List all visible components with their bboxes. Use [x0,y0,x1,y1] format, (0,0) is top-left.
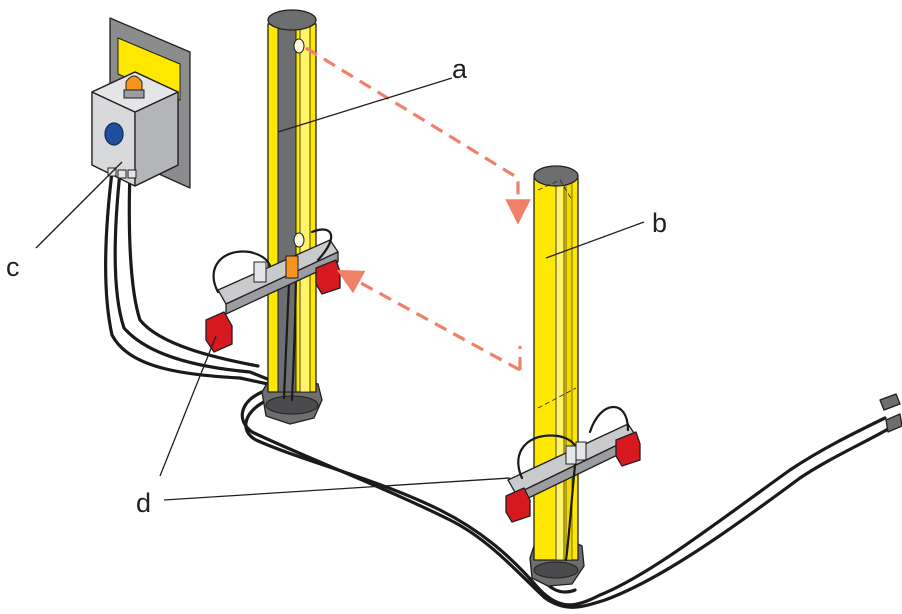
callout-d: d [136,335,511,518]
callout-label-a: a [452,54,468,84]
mirror-red-icon [615,431,641,467]
callout-label-b: b [652,208,667,238]
mirror-red-icon [205,311,233,353]
cable-harness [103,170,892,609]
callout-b: b [545,208,667,259]
mirror-red-icon [505,487,531,523]
receiver-column [529,165,585,587]
control-cabinet [91,17,191,189]
cable-connector-icon [879,393,902,433]
signal-lamp-icon [123,75,145,99]
push-button-icon [104,122,124,146]
deflection-mirror-bracket-right [505,405,641,562]
callout-c: c [6,161,123,282]
callout-label-c: c [6,252,20,282]
callout-a: a [277,54,468,133]
callout-label-d: d [136,488,151,518]
light-beam-path [305,46,531,372]
emitter-column [261,9,323,425]
